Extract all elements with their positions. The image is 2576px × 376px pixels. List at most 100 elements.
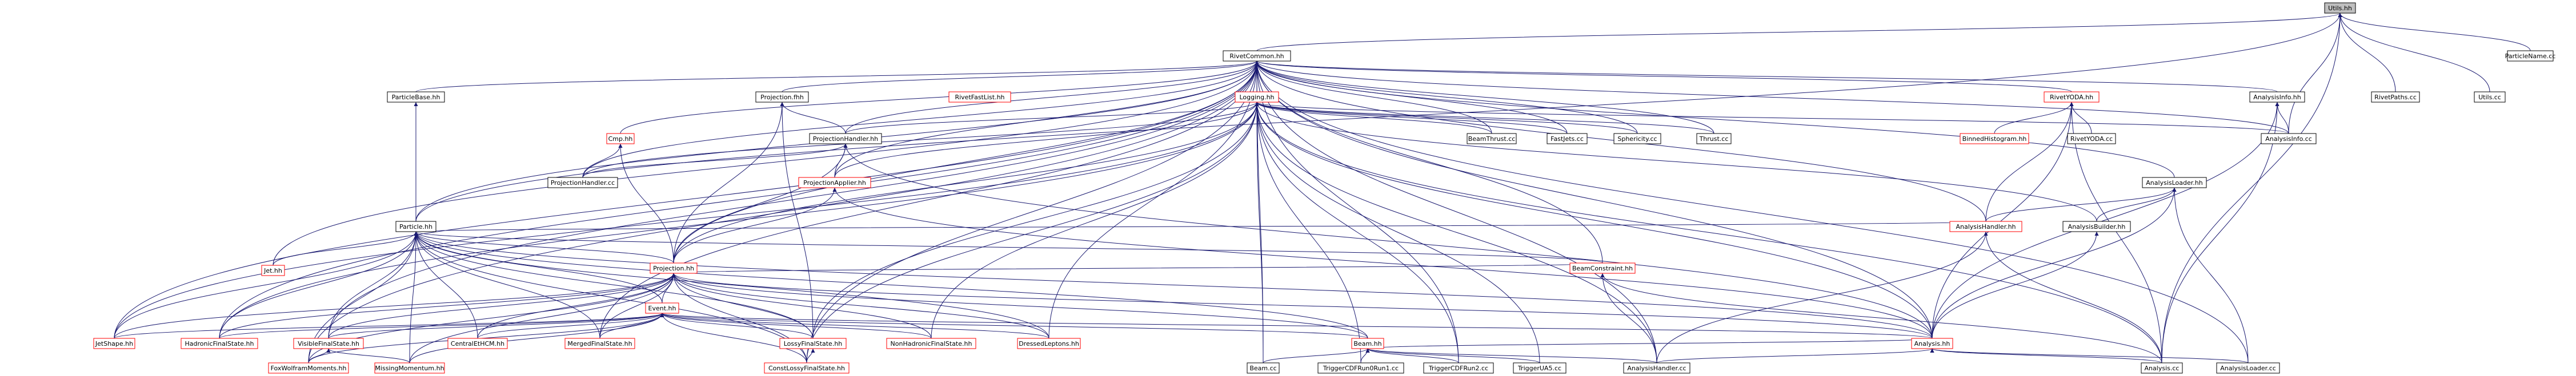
node-beamconstraint-hh[interactable]: BeamConstraint.hh: [1569, 262, 1636, 274]
edge-analysisbuilder_hh-to-logging_hh: [1255, 102, 2097, 222]
node-box: [2141, 362, 2183, 374]
edge-rivetpaths_cc-to-utils_hh: [2338, 13, 2396, 92]
edge-beam_cc-to-beam_hh: [1263, 348, 1370, 363]
edge-constlossyfinalstate_hh-to-lossyfinalstate_hh: [806, 348, 815, 363]
node-particlebase-hh[interactable]: ParticleBase.hh: [387, 91, 445, 103]
node-utils-hh[interactable]: Utils.hh: [2324, 2, 2356, 14]
node-label: FoxWolframMoments.hh: [271, 365, 347, 372]
node-box: [181, 338, 258, 349]
node-analysisinfo-hh[interactable]: AnalysisInfo.hh: [2249, 91, 2305, 103]
node-constlossyfinalstate-hh[interactable]: ConstLossyFinalState.hh: [764, 362, 850, 374]
node-triggerua5-cc[interactable]: TriggerUA5.cc: [1513, 362, 1567, 374]
node-label: ProjectionHandler.hh: [813, 135, 878, 143]
node-box: [1423, 362, 1494, 374]
node-event-hh[interactable]: Event.hh: [645, 302, 679, 314]
edge-visiblefinalstate_hh-to-projection_hh: [328, 273, 676, 339]
node-beamthrust-cc[interactable]: BeamThrust.cc: [1467, 133, 1517, 144]
edge-sphericity_cc-to-logging_hh: [1255, 102, 1638, 134]
node-label: RivetYODA.hh: [2050, 94, 2093, 101]
node-box: [948, 91, 1011, 103]
node-binnedhistogram-hh[interactable]: BinnedHistogram.hh: [1960, 133, 2029, 144]
node-thrust-cc[interactable]: Thrust.cc: [1696, 133, 1732, 144]
edge-triggercdfrun2_cc-to-logging_hh: [1255, 102, 1459, 363]
node-triggercdfrun0run1-cc[interactable]: TriggerCDFRun0Run1.cc: [1317, 362, 1404, 374]
node-label: RivetYODA.cc: [2070, 135, 2113, 143]
edge-particle_hh-to-utils_hh: [415, 13, 2342, 222]
node-label: ProjectionApplier.hh: [803, 179, 866, 187]
node-particlename-cc[interactable]: ParticleName.cc: [2505, 50, 2556, 62]
node-box: [93, 338, 135, 349]
node-lossyfinalstate-hh[interactable]: LossyFinalState.hh: [779, 338, 847, 349]
edge-lossyfinalstate_hh-to-particle_hh: [414, 231, 814, 339]
node-label: ProjectionHandler.cc: [551, 179, 615, 187]
node-analysis-cc[interactable]: Analysis.cc: [2141, 362, 2183, 374]
node-jetshape-hh[interactable]: JetShape.hh: [93, 338, 135, 349]
node-hadronicfinalstate-hh[interactable]: HadronicFinalState.hh: [181, 338, 258, 349]
edge-dressedleptons_hh-to-particle_hh: [414, 231, 1049, 339]
edge-projectionhandler_cc-to-logging_hh: [582, 102, 1259, 178]
node-dressedleptons-hh[interactable]: DressedLeptons.hh: [1017, 338, 1081, 349]
node-fastjets-cc[interactable]: FastJets.cc: [1547, 133, 1588, 144]
node-particle-hh[interactable]: Particle.hh: [395, 221, 436, 232]
node-beam-hh[interactable]: Beam.hh: [1351, 338, 1384, 349]
edge-constlossyfinalstate_hh-to-event_hh: [660, 313, 807, 363]
edge-analysishandler_hh-to-particle_hh: [415, 221, 1986, 232]
edge-analysishandler_cc-to-analysis_hh: [1656, 348, 1934, 363]
node-projectionapplier-hh[interactable]: ProjectionApplier.hh: [798, 177, 871, 188]
node-box: [1911, 338, 1953, 349]
node-rivetfastlist-hh[interactable]: RivetFastList.hh: [948, 91, 1011, 103]
node-analysis-hh[interactable]: Analysis.hh: [1911, 338, 1953, 349]
node-analysishandler-cc[interactable]: AnalysisHandler.cc: [1623, 362, 1690, 374]
edge-analysisbuilder_hh-to-analysisloader_hh: [2096, 187, 2177, 222]
node-analysisinfo-cc[interactable]: AnalysisInfo.cc: [2261, 133, 2317, 144]
edge-analysis_hh-to-rivetyoda_hh: [1932, 102, 2074, 339]
node-rivetpaths-cc[interactable]: RivetPaths.cc: [2371, 91, 2420, 103]
node-beam-cc[interactable]: Beam.cc: [1247, 362, 1280, 374]
node-visiblefinalstate-hh[interactable]: VisibleFinalState.hh: [293, 338, 364, 349]
node-nonhadronicfinalstate-hh[interactable]: NonHadronicFinalState.hh: [886, 338, 976, 349]
edge-utils_cc-to-utils_hh: [2338, 13, 2490, 92]
node-projectionhandler-cc[interactable]: ProjectionHandler.cc: [547, 177, 618, 188]
node-logging-hh[interactable]: Logging.hh: [1235, 91, 1279, 103]
node-rivetyoda-cc[interactable]: RivetYODA.cc: [2067, 133, 2116, 144]
node-label: AnalysisBuilder.hh: [2068, 223, 2126, 231]
node-projection-hh[interactable]: Projection.hh: [650, 262, 698, 274]
node-utils-cc[interactable]: Utils.cc: [2474, 91, 2506, 103]
edge-analysis_hh-to-analysisinfo_hh: [1932, 102, 2279, 339]
edge-hadronicfinalstate_hh-to-rivetcommon_hh: [219, 60, 1259, 339]
node-analysishandler-hh[interactable]: AnalysisHandler.hh: [1949, 221, 2022, 232]
node-label: HadronicFinalState.hh: [185, 340, 254, 347]
edge-projectionhandler_cc-to-projectionhandler_hh: [582, 143, 848, 178]
node-jet-hh[interactable]: Jet.hh: [261, 265, 285, 276]
node-box: [1623, 362, 1690, 374]
node-sphericity-cc[interactable]: Sphericity.cc: [1613, 133, 1661, 144]
edge-projectionhandler_cc-to-rivetcommon_hh: [582, 60, 1259, 178]
node-box: [606, 133, 635, 144]
node-projectionhandler-hh[interactable]: ProjectionHandler.hh: [809, 133, 882, 144]
edge-analysishandler_cc-to-rivetcommon_hh: [1255, 60, 1657, 363]
node-label: NonHadronicFinalState.hh: [891, 340, 972, 347]
node-box: [1696, 133, 1732, 144]
node-label: AnalysisInfo.cc: [2265, 135, 2312, 143]
node-triggercdfrun2-cc[interactable]: TriggerCDFRun2.cc: [1423, 362, 1494, 374]
edge-rivetcommon_hh-to-utils_hh: [1256, 13, 2342, 51]
edge-analysis_hh-to-analysisloader_hh: [1932, 187, 2177, 339]
node-mergedfinalstate-hh[interactable]: MergedFinalState.hh: [564, 338, 635, 349]
node-box: [1317, 362, 1404, 374]
node-analysisloader-hh[interactable]: AnalysisLoader.hh: [2142, 177, 2207, 188]
node-missingmomentum-hh[interactable]: MissingMomentum.hh: [374, 362, 445, 374]
node-rivetyoda-hh[interactable]: RivetYODA.hh: [2044, 91, 2100, 103]
edge-constlossyfinalstate_hh-to-logging_hh: [806, 102, 1259, 363]
node-foxwolframmoments-hh[interactable]: FoxWolframMoments.hh: [268, 362, 349, 374]
node-rivetcommon-hh[interactable]: RivetCommon.hh: [1223, 50, 1291, 62]
node-box: [1235, 91, 1279, 103]
node-analysisloader-cc[interactable]: AnalysisLoader.cc: [2216, 362, 2280, 374]
node-label: ConstLossyFinalState.hh: [768, 365, 845, 372]
node-projection-fhh[interactable]: Projection.fhh: [755, 91, 809, 103]
edge-analysis_cc-to-rivetyoda_hh: [2069, 102, 2162, 363]
node-centraletcm-hh[interactable]: CentralEtHCM.hh: [447, 338, 508, 349]
node-analysisbuilder-hh[interactable]: AnalysisBuilder.hh: [2062, 221, 2131, 232]
node-cmp-hh[interactable]: Cmp.hh: [606, 133, 635, 144]
edge-nonhadronicfinalstate_hh-to-logging_hh: [931, 102, 1259, 339]
node-box: [387, 91, 445, 103]
